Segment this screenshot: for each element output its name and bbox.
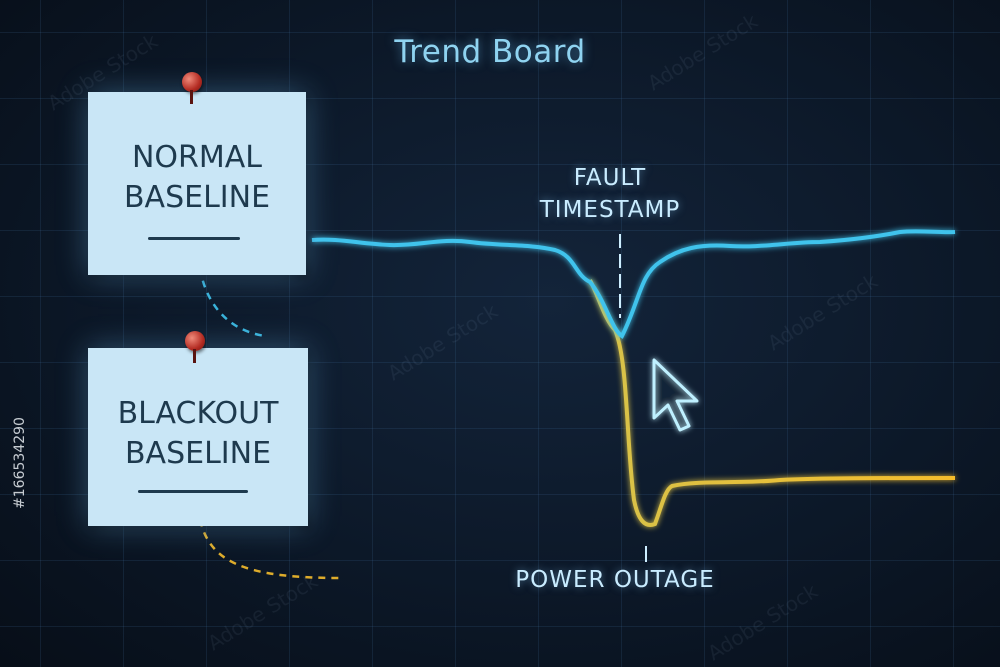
power-outage-label: POWER OUTAGE: [515, 567, 715, 593]
blackout-baseline-leader: [198, 519, 341, 580]
note-line: BASELINE: [124, 436, 272, 471]
note-line: BASELINE: [123, 180, 271, 215]
note-underline: [138, 490, 248, 493]
normal-baseline-note[interactable]: NORMAL BASELINE: [88, 92, 306, 275]
fault-timestamp-label: TIMESTAMP: [539, 197, 681, 223]
note-underline: [148, 237, 240, 240]
mouse-pointer-icon: [652, 358, 699, 432]
push-pin-stem: [193, 349, 196, 363]
push-pin-icon: [182, 72, 202, 92]
note-text: BLACKOUT BASELINE: [88, 394, 308, 474]
push-pin-stem: [190, 90, 193, 104]
note-line: BLACKOUT: [117, 396, 279, 431]
stock-id: #166534290: [12, 417, 28, 509]
normal-baseline-leader: [198, 267, 266, 338]
fault-timestamp-label: FAULT: [573, 165, 647, 191]
blackout-trace: [588, 279, 956, 527]
push-pin-icon: [185, 331, 205, 351]
blackout-baseline-note[interactable]: BLACKOUT BASELINE: [88, 348, 308, 526]
normal-trace: [311, 229, 956, 339]
note-text: NORMAL BASELINE: [88, 138, 306, 218]
board-title: Trend Board: [394, 34, 586, 70]
note-line: NORMAL: [131, 140, 263, 175]
